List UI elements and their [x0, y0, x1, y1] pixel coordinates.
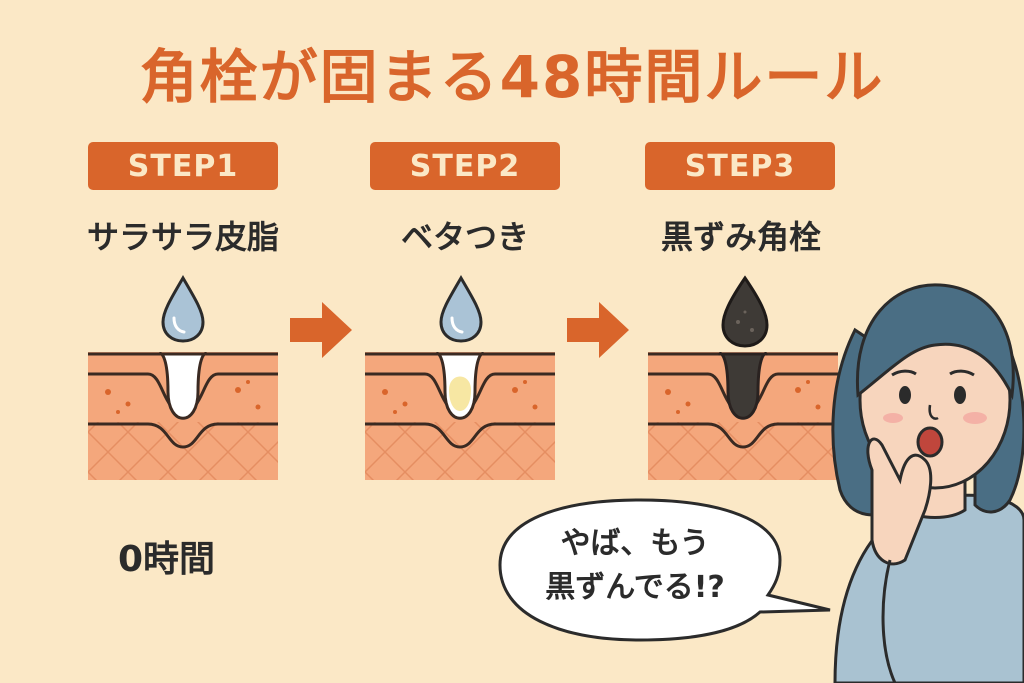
speech-line-2: 黒ずんでる!?	[545, 570, 725, 605]
droplet-icon-clear	[161, 275, 205, 343]
arrow-right-icon-1	[290, 302, 352, 358]
droplet-icon-dark	[721, 275, 769, 348]
skin-cross-section-3	[648, 352, 838, 480]
step1-label: サラサラ皮脂	[86, 218, 279, 256]
pore-1	[158, 352, 208, 420]
speech-bubble	[498, 498, 831, 642]
woman-illustration	[831, 283, 1024, 683]
step3-label: 黒ずみ角栓	[660, 218, 821, 256]
step2-badge: STEP2	[370, 142, 560, 190]
pore-3	[718, 352, 768, 420]
step1-badge: STEP1	[88, 142, 278, 190]
step3-badge: STEP3	[645, 142, 835, 190]
skin-cross-section-1	[88, 352, 278, 480]
page-title: 角栓が固まる48時間ルール	[139, 43, 885, 111]
arrow-right-icon-2	[567, 302, 629, 358]
elapsed-time-label: 0時間	[118, 539, 216, 580]
speech-line-1: やば、もう	[560, 526, 710, 561]
step2-label: ベタつき	[400, 218, 529, 256]
speech-bubble-text: やば、もう 黒ずんでる!?	[520, 522, 750, 610]
droplet-icon-sticky	[439, 275, 483, 343]
skin-cross-section-2	[365, 352, 555, 480]
